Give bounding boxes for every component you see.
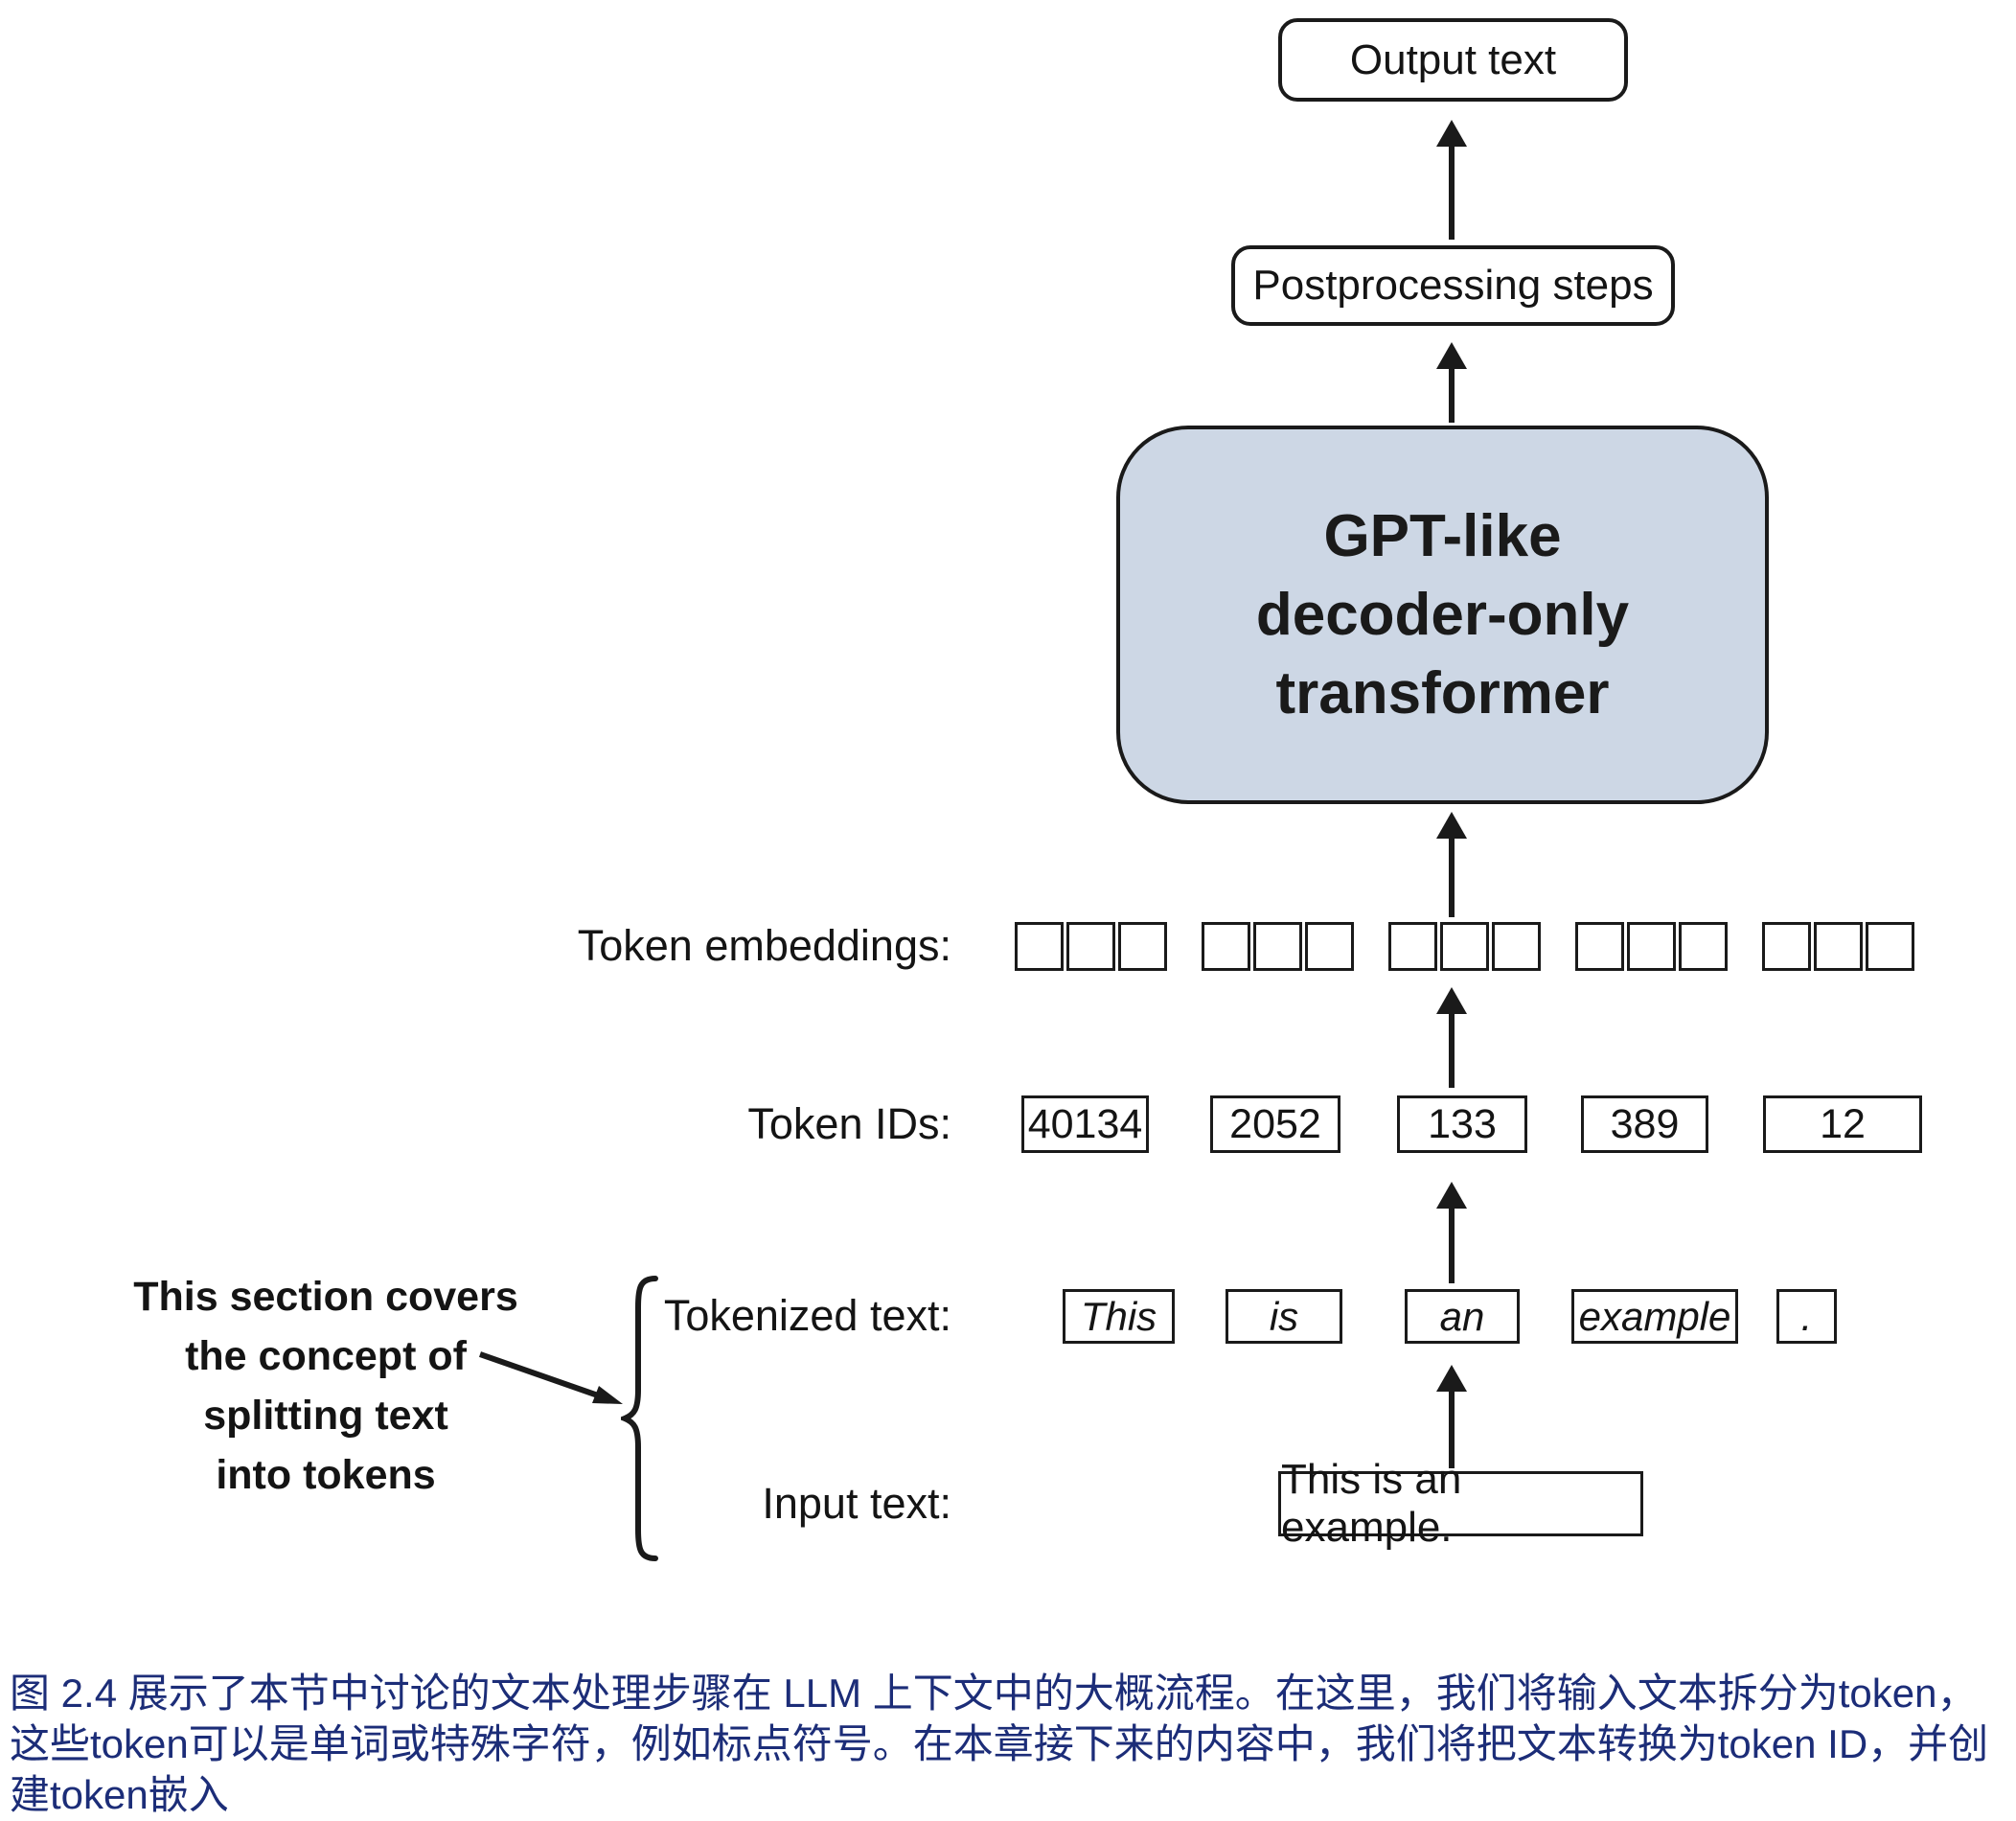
embedding-cell	[1679, 922, 1728, 971]
annotation-line-3: splitting text	[203, 1393, 448, 1439]
token-id-box: 12	[1763, 1095, 1922, 1153]
embedding-vector	[1575, 922, 1728, 971]
tokenized-text-label: Tokenized text:	[663, 1291, 951, 1340]
embedding-cell	[1440, 922, 1489, 971]
transformer-box: GPT-like decoder-only transformer	[1116, 426, 1769, 804]
token-box: example	[1571, 1289, 1738, 1344]
input-text-box: This is an example.	[1278, 1456, 1643, 1551]
transformer-line-2: decoder-only	[1255, 581, 1630, 648]
token-box: .	[1776, 1289, 1837, 1344]
token-id-box: 389	[1581, 1095, 1708, 1153]
section-annotation: This section covers the concept of split…	[125, 1267, 527, 1505]
embedding-cell	[1575, 922, 1624, 971]
embedding-cell	[1492, 922, 1541, 971]
embedding-vector	[1015, 922, 1167, 971]
arrow-ids-to-embeddings	[1434, 987, 1469, 1088]
embedding-cell	[1814, 922, 1863, 971]
arrow-tokenized-to-ids	[1434, 1182, 1469, 1283]
annotation-line-2: the concept of	[185, 1333, 467, 1379]
input-text-label: Input text:	[762, 1479, 951, 1528]
output-text-box: Output text	[1278, 18, 1628, 102]
token-embeddings-label: Token embeddings:	[577, 921, 951, 970]
embedding-cell	[1305, 922, 1354, 971]
embedding-cell	[1202, 922, 1250, 971]
arrow-shaft	[1449, 1384, 1455, 1468]
embedding-cell	[1253, 922, 1302, 971]
annotation-line-4: into tokens	[216, 1452, 436, 1498]
token-ids-label: Token IDs:	[747, 1099, 951, 1148]
arrow-embeddings-to-transformer	[1434, 812, 1469, 917]
annotation-arrow-icon	[479, 1351, 623, 1404]
arrow-input-to-tokenized	[1434, 1365, 1469, 1468]
embedding-cell	[1118, 922, 1167, 971]
arrow-transformer-to-postprocessing	[1434, 342, 1469, 423]
token-embeddings-row	[1015, 922, 1914, 971]
arrow-shaft	[1449, 831, 1455, 917]
token-box: is	[1226, 1289, 1342, 1344]
token-id-box: 2052	[1210, 1095, 1340, 1153]
token-id-box: 133	[1397, 1095, 1527, 1153]
curly-brace-icon	[621, 1276, 658, 1561]
token-box: an	[1405, 1289, 1520, 1344]
embedding-cell	[1866, 922, 1914, 971]
figure-caption: 图 2.4 展示了本节中讨论的文本处理步骤在 LLM 上下文中的大概流程。在这里…	[10, 1671, 1989, 1817]
token-box: This	[1063, 1289, 1175, 1344]
output-text-label: Output text	[1349, 35, 1557, 83]
embedding-cell	[1762, 922, 1811, 971]
arrow-shaft	[1449, 361, 1455, 423]
transformer-line-1: GPT-like	[1323, 502, 1562, 569]
arrow-postprocessing-to-output	[1434, 120, 1469, 240]
annotation-line-1: This section covers	[133, 1274, 518, 1320]
embedding-vector	[1388, 922, 1541, 971]
embedding-vector	[1762, 922, 1914, 971]
embedding-cell	[1627, 922, 1676, 971]
postprocessing-box: Postprocessing steps	[1231, 245, 1675, 326]
arrow-shaft	[1449, 139, 1455, 240]
postprocessing-label: Postprocessing steps	[1252, 262, 1654, 309]
token-id-box: 40134	[1021, 1095, 1149, 1153]
arrow-shaft	[1449, 1006, 1455, 1088]
embedding-cell	[1066, 922, 1115, 971]
embedding-cell	[1015, 922, 1064, 971]
embedding-cell	[1388, 922, 1437, 971]
embedding-vector	[1202, 922, 1354, 971]
transformer-line-3: transformer	[1275, 659, 1610, 726]
arrow-shaft	[1449, 1201, 1455, 1283]
